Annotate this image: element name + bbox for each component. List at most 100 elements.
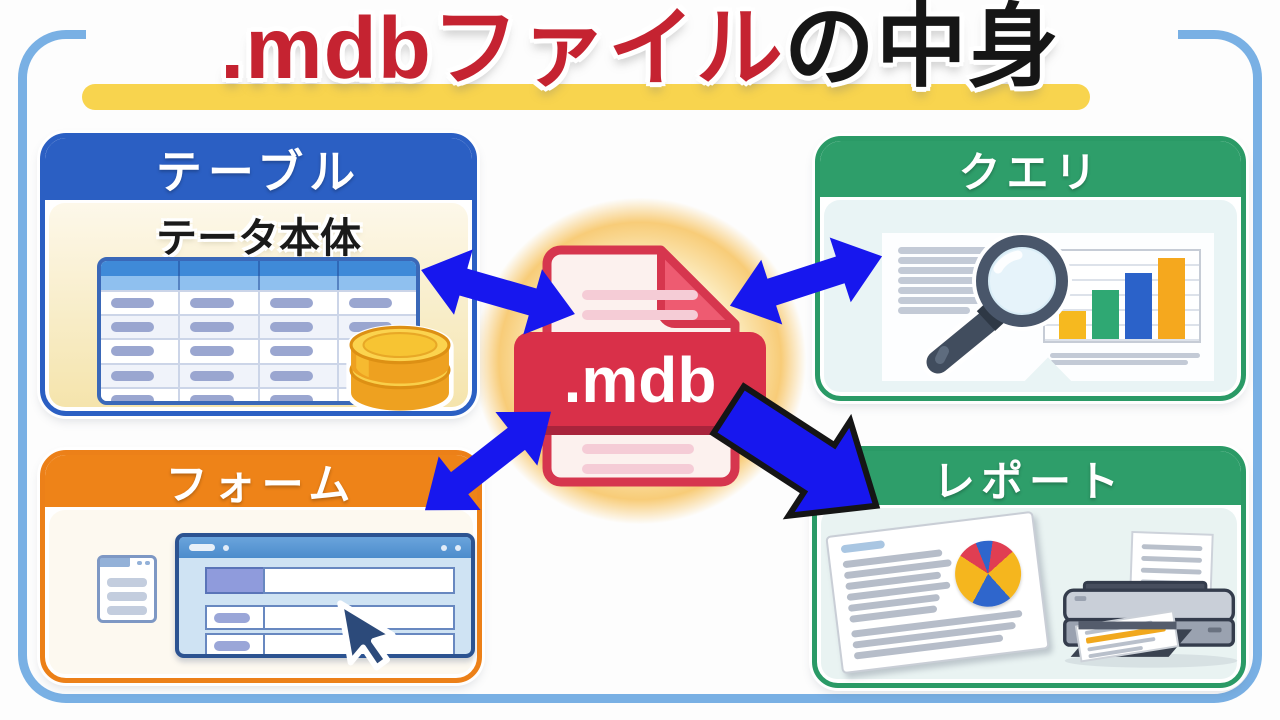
- titlebar-pill: [189, 544, 215, 551]
- table-cell: [260, 388, 339, 401]
- cell-data-pill: [190, 346, 234, 357]
- panel-report-title: レポート: [932, 457, 1125, 505]
- cell-data-pill: [269, 298, 313, 309]
- text-line: [107, 578, 147, 587]
- table-cell: [180, 340, 260, 363]
- table-cell: [260, 340, 339, 363]
- text-line: [898, 267, 994, 274]
- form-field-label-box: [205, 633, 263, 654]
- panel-report: レポート: [812, 446, 1246, 688]
- text-line: [107, 606, 147, 615]
- card-dot: [145, 561, 150, 565]
- text-line: [107, 592, 147, 601]
- text-line: [898, 297, 998, 304]
- document-highlight-line: [840, 540, 886, 554]
- magnifier-icon: [921, 233, 1072, 379]
- cell-data-pill: [111, 346, 155, 357]
- card-header-stripe: [100, 558, 130, 567]
- title-red-part: .mdbファイル: [220, 0, 784, 97]
- cell-data-pill: [190, 394, 234, 401]
- pie-chart: [951, 536, 1025, 611]
- document-text-lines: [898, 247, 1010, 317]
- table-header-cell: [339, 261, 416, 290]
- chart-bar: [1158, 258, 1185, 339]
- panel-form-title: フォーム: [165, 460, 357, 508]
- cell-data-pill: [348, 322, 393, 333]
- page-title: .mdbファイルの中身: [0, 0, 1280, 96]
- text-line: [898, 277, 1006, 284]
- cell-data-pill: [111, 370, 155, 381]
- cell-data-pill: [190, 370, 234, 381]
- file-extension-label: .mdb: [564, 344, 717, 416]
- label-pill: [214, 612, 250, 623]
- table-row: [101, 386, 416, 401]
- table-header-cell: [180, 261, 260, 290]
- table-header-cell: [101, 261, 181, 290]
- text-line: [898, 247, 1003, 254]
- table-cell: [339, 316, 416, 338]
- table-row: [101, 290, 416, 315]
- form-window: [175, 533, 475, 658]
- file-extension-banner: [514, 332, 766, 426]
- table-cell: [339, 292, 416, 314]
- text-line: [898, 257, 1010, 264]
- card-text-lines: [107, 578, 147, 620]
- form-field-row: [205, 633, 455, 654]
- table-cell: [260, 316, 339, 339]
- form-field-label: [205, 567, 263, 594]
- panel-query-header: クエリ: [820, 141, 1241, 197]
- small-document-card: [97, 555, 157, 623]
- table-cell: [101, 388, 181, 401]
- cell-data-pill: [269, 346, 313, 357]
- form-field-input: [263, 567, 455, 594]
- query-bar-chart: [1043, 249, 1201, 343]
- table-cell: [180, 292, 260, 315]
- titlebar-dot: [455, 545, 461, 551]
- table-header-cell: [260, 261, 339, 290]
- cell-data-pill: [190, 322, 234, 333]
- table-cell: [180, 388, 260, 401]
- report-text-lines: [842, 548, 957, 627]
- cell-data-pill: [111, 322, 155, 333]
- chart-bar: [1125, 272, 1152, 339]
- cell-data-pill: [348, 298, 393, 309]
- table-cell: [101, 364, 181, 387]
- panel-table: テーブル テータ本体: [40, 133, 477, 416]
- form-field-row: [205, 567, 455, 594]
- table-cell: [180, 364, 260, 387]
- card-dot: [137, 561, 142, 565]
- printer-icon: [1063, 531, 1238, 668]
- title-highlight-underline: [82, 84, 1090, 110]
- panel-form-header: フォーム: [45, 455, 477, 508]
- chart-bar: [1059, 311, 1086, 339]
- table-cell: [101, 292, 181, 315]
- panel-form: フォーム: [40, 450, 482, 683]
- chart-bar: [1092, 290, 1119, 339]
- table-cell: [260, 364, 339, 387]
- cell-data-pill: [111, 394, 155, 401]
- report-document: [825, 510, 1050, 675]
- text-line: [1050, 353, 1200, 358]
- cursor-icon: [337, 600, 396, 671]
- titlebar-dot: [223, 545, 229, 551]
- table-subtitle: テータ本体: [156, 215, 361, 261]
- text-line: [898, 307, 970, 314]
- table-cell: [101, 316, 181, 339]
- text-line: [1050, 360, 1188, 365]
- form-window-titlebar: [179, 537, 471, 558]
- printer-paper-top: [1129, 531, 1214, 595]
- label-pill: [214, 640, 250, 651]
- panel-table-title: テーブル: [155, 146, 362, 198]
- panel-report-header: レポート: [817, 451, 1241, 505]
- chart-caption-lines: [1050, 353, 1200, 367]
- query-document-card: [882, 233, 1214, 381]
- cell-data-pill: [111, 298, 155, 309]
- table-cell: [101, 340, 181, 363]
- panel-query-title: クエリ: [958, 148, 1103, 196]
- table-header-row: [101, 261, 416, 290]
- cell-data-pill: [269, 370, 313, 381]
- cell-data-pill: [269, 394, 313, 401]
- title-background-mask: [86, 26, 1178, 46]
- panel-table-header: テーブル: [45, 138, 472, 200]
- table-illustration: [97, 257, 420, 405]
